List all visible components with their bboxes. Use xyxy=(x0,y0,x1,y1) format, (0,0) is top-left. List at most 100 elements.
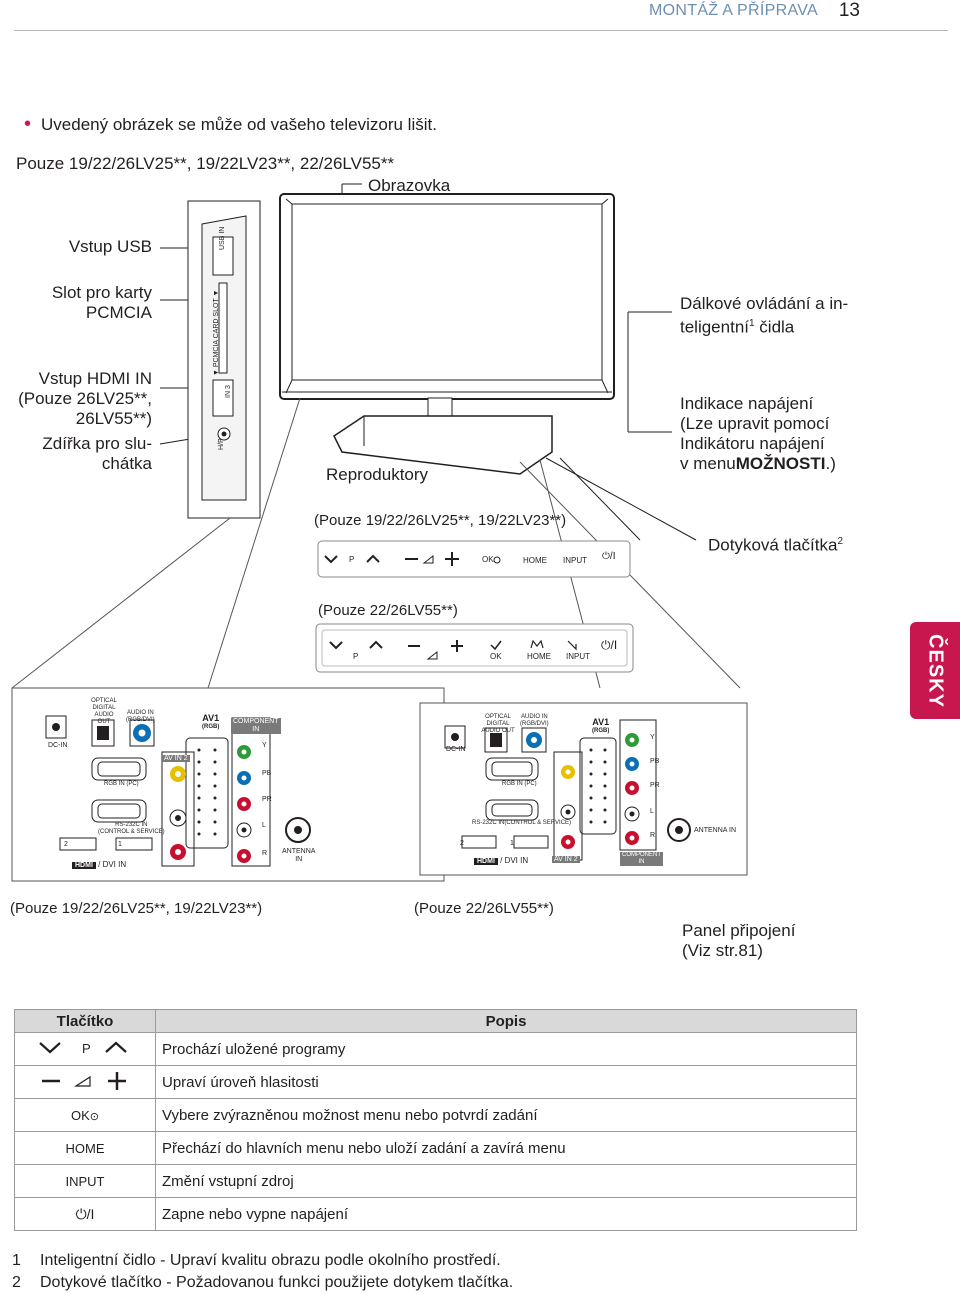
rear-a-optical-1: OPTICAL xyxy=(91,698,117,704)
rear-a-caption: (Pouze 19/22/26LV25**, 19/22LV23**) xyxy=(10,900,263,917)
rear-b-dcin: DC-IN xyxy=(446,746,466,753)
rear-a-component-1: COMPONENT xyxy=(233,718,279,725)
rear-a-rs232-2: (CONTROL & SERVICE) xyxy=(98,829,165,835)
page-number: 13 xyxy=(838,0,860,21)
callout-hdmi: Vstup HDMI IN(Pouze 26LV25**,26LV55**) xyxy=(18,369,152,429)
rear-b-hdmi-2: 2 xyxy=(460,840,464,847)
rear-b-audio-in-2: (RGB/DVI) xyxy=(520,721,549,727)
program-p-label: P xyxy=(82,1041,91,1056)
rear-a-av1: AV1(RGB) xyxy=(202,714,219,732)
rear-b-l: L xyxy=(650,808,654,815)
callout-power-menu: v menu xyxy=(680,454,736,473)
rear-a-hdmi-1: 1 xyxy=(118,841,122,848)
table-cell-button: HOME xyxy=(14,1131,156,1165)
rear-a-antenna-2: IN xyxy=(295,856,303,863)
rear-b-av1-2: (RGB) xyxy=(592,728,610,734)
callout-touch-text: Dotyková tlačítka xyxy=(708,535,838,555)
volume-buttons-icon xyxy=(42,1071,126,1090)
header-divider xyxy=(14,30,948,31)
rear-b-audio-in: AUDIO IN(RGB/DVI) xyxy=(520,714,549,728)
rear-panel-a xyxy=(11,687,445,882)
callout-speakers: Reproduktory xyxy=(326,465,429,484)
table-row: HOME Přechází do hlavních menu nebo ulož… xyxy=(14,1131,857,1165)
table-cell-desc: Přechází do hlavních menu nebo uloží zad… xyxy=(155,1131,857,1165)
callout-remote: Dálkové ovládání a in-teligentní1 čidla xyxy=(680,294,848,338)
rear-a-audio-in-1: AUDIO IN xyxy=(127,710,154,716)
note-text: Uvedený obrázek se může od vašeho televi… xyxy=(41,115,437,134)
rear-a-antenna-1: ANTENNA xyxy=(282,848,316,855)
table-cell-desc: Prochází uložené programy xyxy=(155,1032,857,1066)
rear-a-component-2: IN xyxy=(252,726,260,733)
button-bar-b xyxy=(315,623,634,673)
rear-a-av1-1: AV1 xyxy=(202,713,220,723)
tv-diagram xyxy=(11,183,748,882)
callout-power-line4: v menuMOŽNOSTI.) xyxy=(680,454,836,474)
bullet-icon: • xyxy=(24,113,32,135)
hdmi-logo-icon: HDMI xyxy=(474,858,498,865)
rear-a-optical-3: AUDIO OUT xyxy=(94,712,114,725)
callout-hdmi-line3: 26LV55**) xyxy=(75,409,152,428)
callout-touch-buttons: Dotyková tlačítka2 xyxy=(708,532,843,556)
rear-b-av-in2: AV IN 2 xyxy=(552,856,580,863)
pcmcia-slot-label: ▼ PCMCIA CARD SLOT ▼ xyxy=(213,289,220,376)
callout-hdmi-line1: Vstup HDMI IN xyxy=(38,369,152,388)
models-line: Pouze 19/22/26LV25**, 19/22LV23**, 22/26… xyxy=(16,154,395,173)
bar-b-input: INPUT xyxy=(566,652,590,661)
button-table: Tlačítko Popis P Prochází uložené progra… xyxy=(14,1009,857,1231)
bar-b-home: HOME xyxy=(527,652,551,661)
footnote-text: Inteligentní čidlo - Upraví kvalitu obra… xyxy=(40,1252,501,1269)
usb-in-label: USB IN xyxy=(219,226,226,250)
rear-b-component-1: COMPONENT xyxy=(622,852,661,858)
rear-b-antenna: ANTENNA IN xyxy=(694,827,737,834)
bar-b-ok: OK xyxy=(490,652,502,661)
ok-button-label: OK xyxy=(70,1107,90,1123)
table-row: Upraví úroveň hlasitosti xyxy=(14,1065,857,1099)
table-cell-desc: Změní vstupní zdroj xyxy=(155,1164,857,1198)
rear-a-audio-in-2: (RGB/DVI) xyxy=(126,717,155,723)
rear-a-dvi-text: / DVI IN xyxy=(98,860,127,869)
bar-a-ok: OK xyxy=(482,555,494,564)
program-buttons-icon: P xyxy=(39,1041,127,1056)
rear-b-rs232: RS-232C IN(CONTROL & SERVICE) xyxy=(472,820,572,826)
table-row: ⏻/I Zapne nebo vypne napájení xyxy=(14,1197,857,1231)
language-tab: ČESKY xyxy=(910,622,960,719)
callout-remote-line2: teligentní1 čidla xyxy=(680,314,848,338)
rear-b-rgb-in: RGB IN (PC) xyxy=(502,781,537,787)
callout-pcmcia-line2: PCMCIA xyxy=(85,303,152,322)
callout-usb: Vstup USB xyxy=(68,237,152,256)
rear-a-rs232: RS-232C IN(CONTROL & SERVICE) xyxy=(98,822,165,836)
rear-a-r: R xyxy=(262,850,268,857)
footnote-ref-1: 1 xyxy=(749,318,755,329)
tv-body xyxy=(279,193,615,475)
bar-a-home: HOME xyxy=(523,556,547,565)
table-cell-button: OK⊙ xyxy=(14,1098,156,1132)
rear-b-component-2: IN xyxy=(638,859,645,865)
callout-power-end: .) xyxy=(825,454,836,473)
callout-power-line2: (Lze upravit pomocí xyxy=(680,414,830,433)
bar-a-power: ⏻/I xyxy=(602,551,616,562)
rear-a-hdmi-dvi: HDMI / DVI IN xyxy=(72,860,126,869)
rear-a-y: Y xyxy=(262,742,267,749)
rear-b-hdmi-1: 1 xyxy=(510,840,514,847)
button-bar-a-label: (Pouze 19/22/26LV25**, 19/22LV23**) xyxy=(314,512,567,529)
rear-a-dcin: DC-IN xyxy=(48,742,68,749)
rear-b-av1: AV1(RGB) xyxy=(592,718,609,736)
rear-a-pr: PR xyxy=(262,796,272,803)
callout-remote-text2: čidla xyxy=(754,317,795,337)
table-cell-button xyxy=(14,1065,156,1099)
callout-power-menu-name: MOŽNOSTI xyxy=(735,454,826,473)
hp-label: H/P xyxy=(218,438,225,450)
callout-remote-text: teligentní xyxy=(680,317,749,337)
callout-power-line1: Indikace napájení xyxy=(680,394,814,413)
footnote-text: Dotykové tlačítko - Požadovanou funkci p… xyxy=(40,1274,514,1291)
hdmi-in3-label: IN 3 xyxy=(225,385,232,398)
note-bullet: • Uvedený obrázek se může od vašeho telev… xyxy=(24,113,437,136)
rear-a-av1-2: (RGB) xyxy=(202,724,220,730)
